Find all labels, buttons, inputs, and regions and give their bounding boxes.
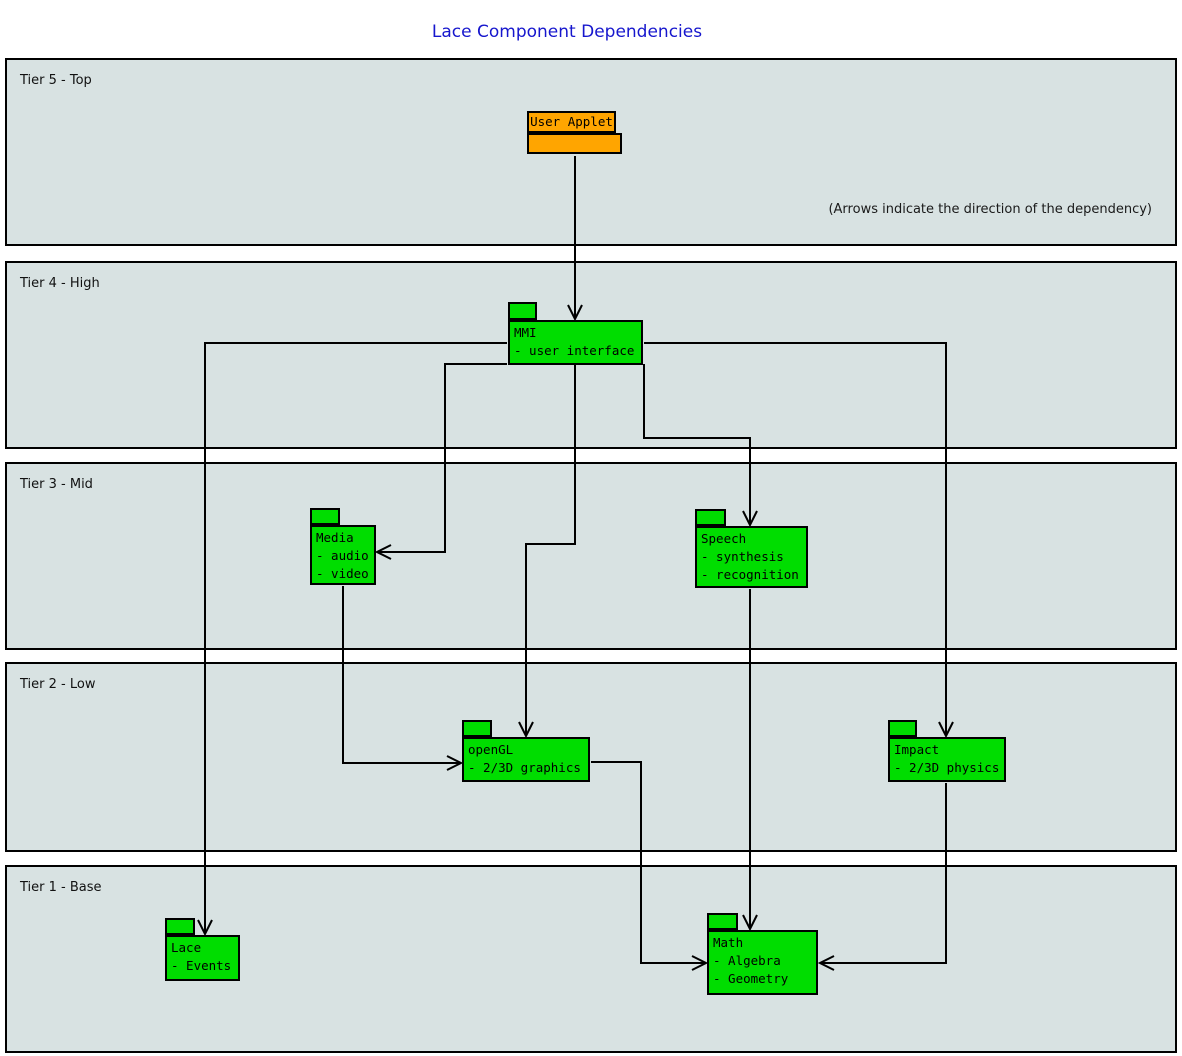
lace-package-tab xyxy=(165,918,195,935)
math-node: Math - Algebra - Geometry xyxy=(707,930,818,995)
user-applet-node-body xyxy=(527,133,622,154)
media-package-tab xyxy=(310,508,340,525)
edge-mmi-to-lace xyxy=(205,342,507,934)
math-package-tab xyxy=(707,913,738,930)
edge-mmi-to-media xyxy=(377,363,507,552)
tier-1-base-label: Tier 1 - Base xyxy=(20,880,102,895)
opengl-node: openGL - 2/3D graphics xyxy=(462,737,590,782)
impact-node: Impact - 2/3D physics xyxy=(888,737,1006,782)
edge-opengl-to-math xyxy=(591,761,706,963)
tier-2-low-label: Tier 2 - Low xyxy=(20,677,96,692)
user-applet-node: User Applet xyxy=(527,111,616,133)
lace-node: Lace - Events xyxy=(165,935,240,981)
tier-4-high-label: Tier 4 - High xyxy=(20,276,100,291)
speech-package-tab xyxy=(695,509,726,526)
edge-mmi-to-impact xyxy=(644,342,946,736)
mmi-node: MMI - user interface xyxy=(508,320,643,365)
page-title: Lace Component Dependencies xyxy=(431,22,703,42)
tier-4-high-band: Tier 4 - High xyxy=(5,261,1177,449)
tier-3-mid-label: Tier 3 - Mid xyxy=(20,477,93,492)
edge-impact-to-math xyxy=(820,783,947,963)
speech-node: Speech - synthesis - recognition xyxy=(695,526,808,588)
impact-package-tab xyxy=(888,720,917,737)
mmi-package-tab xyxy=(508,302,537,320)
media-node: Media - audio - video xyxy=(310,525,376,585)
opengl-package-tab xyxy=(462,720,492,737)
edge-mmi-to-speech xyxy=(643,364,750,525)
dependency-direction-note: (Arrows indicate the direction of the de… xyxy=(828,202,1152,217)
tier-3-mid-band: Tier 3 - Mid xyxy=(5,462,1177,650)
edge-media-to-opengl xyxy=(342,586,461,763)
edge-mmi-to-opengl xyxy=(526,365,576,736)
tier-5-top-label: Tier 5 - Top xyxy=(20,73,92,88)
